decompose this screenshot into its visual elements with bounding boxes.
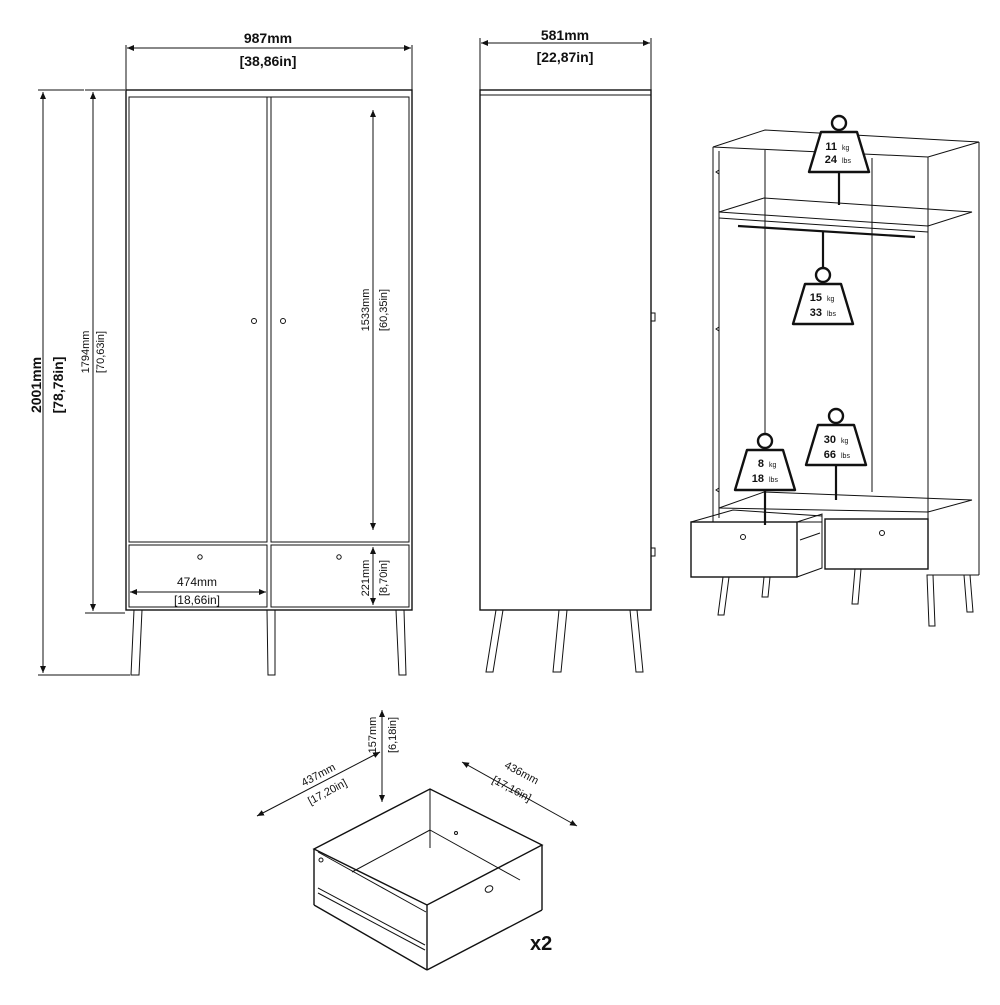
weight-3-lbs-unit: lbs (841, 453, 850, 460)
side-depth-mm: 581mm (541, 27, 589, 43)
front-view: 987mm [38,86in] 474mm [18,66in] (28, 30, 413, 676)
weight-3-lbs: 66 (824, 449, 836, 461)
door-height-dimension: 1533mm [60,35in] (360, 110, 390, 530)
right-door (270, 96, 410, 543)
weight-1-lbs-unit: lbs (842, 158, 851, 165)
drawer-width-in: [18,66in] (174, 593, 220, 607)
left-door (128, 96, 268, 543)
left-drawer (128, 544, 268, 608)
weight-1-lbs: 24 (825, 154, 838, 166)
weight-limit-top-shelf: 11 kg 24 lbs (807, 114, 871, 205)
right-drawer (270, 544, 410, 608)
body-height-mm: 1794mm (80, 331, 92, 374)
weight-1-kg-unit: kg (842, 145, 850, 152)
side-depth-in: [22,87in] (537, 49, 594, 65)
total-height-mm: 2001mm (28, 357, 44, 413)
body-height-dimension: 1794mm [70,63in] (80, 89, 125, 614)
side-drawer-knob (650, 547, 656, 557)
front-width-in: [38,86in] (240, 53, 297, 69)
drawer-width-detail-dimension: 436mm [17,16in] (461, 759, 578, 827)
weight-limit-drawer: 8 kg 18 lbs (733, 432, 797, 525)
weight-2-lbs: 33 (810, 307, 822, 319)
drawer-height-in: [8,70in] (378, 560, 390, 596)
open-view-legs (717, 568, 974, 627)
weight-4-kg-unit: kg (769, 462, 777, 469)
open-cabinet-view: 11 kg 24 lbs 15 kg 33 lbs 30 kg 66 lbs (690, 114, 980, 627)
total-height-in: [78,78in] (50, 357, 66, 414)
hinge-icon (715, 326, 720, 332)
left-door-knob (251, 318, 257, 324)
total-height-dimension: 2001mm [78,78in] (28, 89, 130, 676)
weight-4-kg: 8 (758, 458, 764, 470)
side-panel (479, 89, 652, 611)
door-height-mm: 1533mm (360, 289, 372, 332)
weight-3-kg-unit: kg (841, 438, 849, 445)
drawer-quantity: x2 (530, 933, 552, 955)
weight-2-lbs-unit: lbs (827, 311, 836, 318)
drawer-detail-view: 437mm [17,20in] 157mm [6,18in] 436mm [17… (256, 710, 578, 971)
right-door-knob (280, 318, 286, 324)
body-height-in: [70,63in] (95, 331, 107, 373)
drawer-height-mm: 221mm (360, 560, 372, 597)
weight-limit-bottom-shelf: 30 kg 66 lbs (804, 407, 868, 500)
weight-3-kg: 30 (824, 434, 836, 446)
weight-2-kg-unit: kg (827, 296, 835, 303)
drawer-width-dimension: 474mm [18,66in] (130, 575, 266, 607)
drawer-height-dimension: 221mm [8,70in] (360, 547, 390, 605)
drawer-detail-height-mm: 157mm (367, 717, 379, 754)
open-drawer (690, 509, 823, 578)
left-drawer-knob (197, 554, 203, 560)
weight-2-kg: 15 (810, 292, 822, 304)
weight-1-kg: 11 (825, 141, 837, 153)
drawer-height-detail-dimension: 157mm [6,18in] (367, 710, 399, 802)
front-width-dimension: 987mm [38,86in] (125, 30, 413, 90)
hinge-icon (715, 487, 720, 493)
hinge-icon (715, 169, 720, 175)
door-height-in: [60,35in] (378, 289, 390, 331)
closed-drawer (824, 518, 929, 570)
front-legs (130, 609, 407, 676)
drawer-detail-height-in: [6,18in] (387, 717, 399, 753)
right-drawer-knob (336, 554, 342, 560)
weight-4-lbs: 18 (752, 473, 764, 485)
weight-4-lbs-unit: lbs (769, 477, 778, 484)
side-depth-dimension: 581mm [22,87in] (479, 27, 652, 90)
weight-limit-hanging-rail: 15 kg 33 lbs (791, 232, 855, 326)
drawer-width-mm: 474mm (177, 575, 217, 589)
side-view: 581mm [22,87in] (479, 27, 656, 673)
side-door-knob (650, 312, 656, 322)
front-width-mm: 987mm (244, 30, 292, 46)
drawer-depth-dimension: 437mm [17,20in] (256, 751, 381, 817)
side-legs (485, 609, 644, 673)
cabinet-body (125, 89, 413, 611)
